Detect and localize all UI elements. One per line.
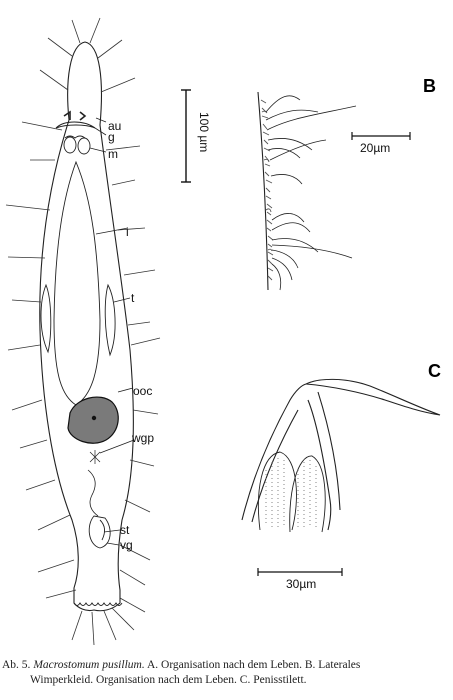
label-au: au xyxy=(108,119,121,133)
scale-bar-b-label: 20µm xyxy=(360,141,390,155)
figure-caption: Ab. 5. Macrostomum pusillum. A. Organisa… xyxy=(0,658,453,688)
testis-left xyxy=(40,283,52,354)
label-t: t xyxy=(131,291,135,305)
panel-c-stylet xyxy=(241,378,441,533)
epidermis-edge xyxy=(257,91,269,291)
testis-right xyxy=(104,283,116,357)
cilia-tufts xyxy=(265,95,357,291)
label-st: st xyxy=(120,523,130,537)
vesicle-right xyxy=(289,455,326,533)
scale-bar-b: 20µm xyxy=(351,132,411,155)
seminal-vesicle xyxy=(88,515,111,549)
label-m: m xyxy=(108,147,118,161)
stylet xyxy=(99,519,105,541)
stylet-outer-left xyxy=(241,383,307,521)
oocyte xyxy=(67,396,119,444)
body-cilia xyxy=(5,17,161,646)
adhesive-papillae xyxy=(73,602,123,606)
stylet-inner-left xyxy=(251,409,299,523)
label-wgp: wgp xyxy=(131,431,154,445)
stylet-right-inner xyxy=(317,391,341,511)
scale-bar-a: 100 µm xyxy=(181,89,211,183)
label-vg: vg xyxy=(120,538,133,552)
panel-b-label: B xyxy=(423,76,436,96)
scale-bar-c-label: 30µm xyxy=(286,577,316,591)
intestine xyxy=(53,160,101,406)
caption-line1: A. Organisation nach dem Leben. B. Later… xyxy=(146,659,361,671)
stylet-tip xyxy=(305,378,441,416)
caption-line2: Wimperkleid. Organisation nach dem Leben… xyxy=(30,674,307,686)
stylet-right-wall xyxy=(307,399,332,531)
panel-a-organism xyxy=(5,17,161,646)
female-gonopore xyxy=(89,450,101,464)
panel-c-label: C xyxy=(428,361,441,381)
label-ooc: ooc xyxy=(133,384,152,398)
label-g: g xyxy=(108,130,115,144)
caption-prefix: Ab. 5. xyxy=(2,659,31,671)
body-outline xyxy=(39,41,134,612)
eyes xyxy=(63,110,87,121)
panel-b-ciliation xyxy=(257,91,357,291)
scale-bar-a-label: 100 µm xyxy=(197,112,211,152)
stylet-duct xyxy=(87,469,99,517)
caption-species: Macrostomum pusillum. xyxy=(33,659,145,671)
epidermis-texture xyxy=(260,99,274,281)
panel-a-labels: au g m i t ooc wgp st vg xyxy=(89,117,154,552)
brain xyxy=(55,121,96,129)
scale-bar-c: 30µm xyxy=(257,568,343,591)
vesicle-stipple xyxy=(265,458,317,528)
mouth xyxy=(63,135,91,155)
label-i: i xyxy=(126,225,129,239)
vesicle-left xyxy=(257,451,297,531)
